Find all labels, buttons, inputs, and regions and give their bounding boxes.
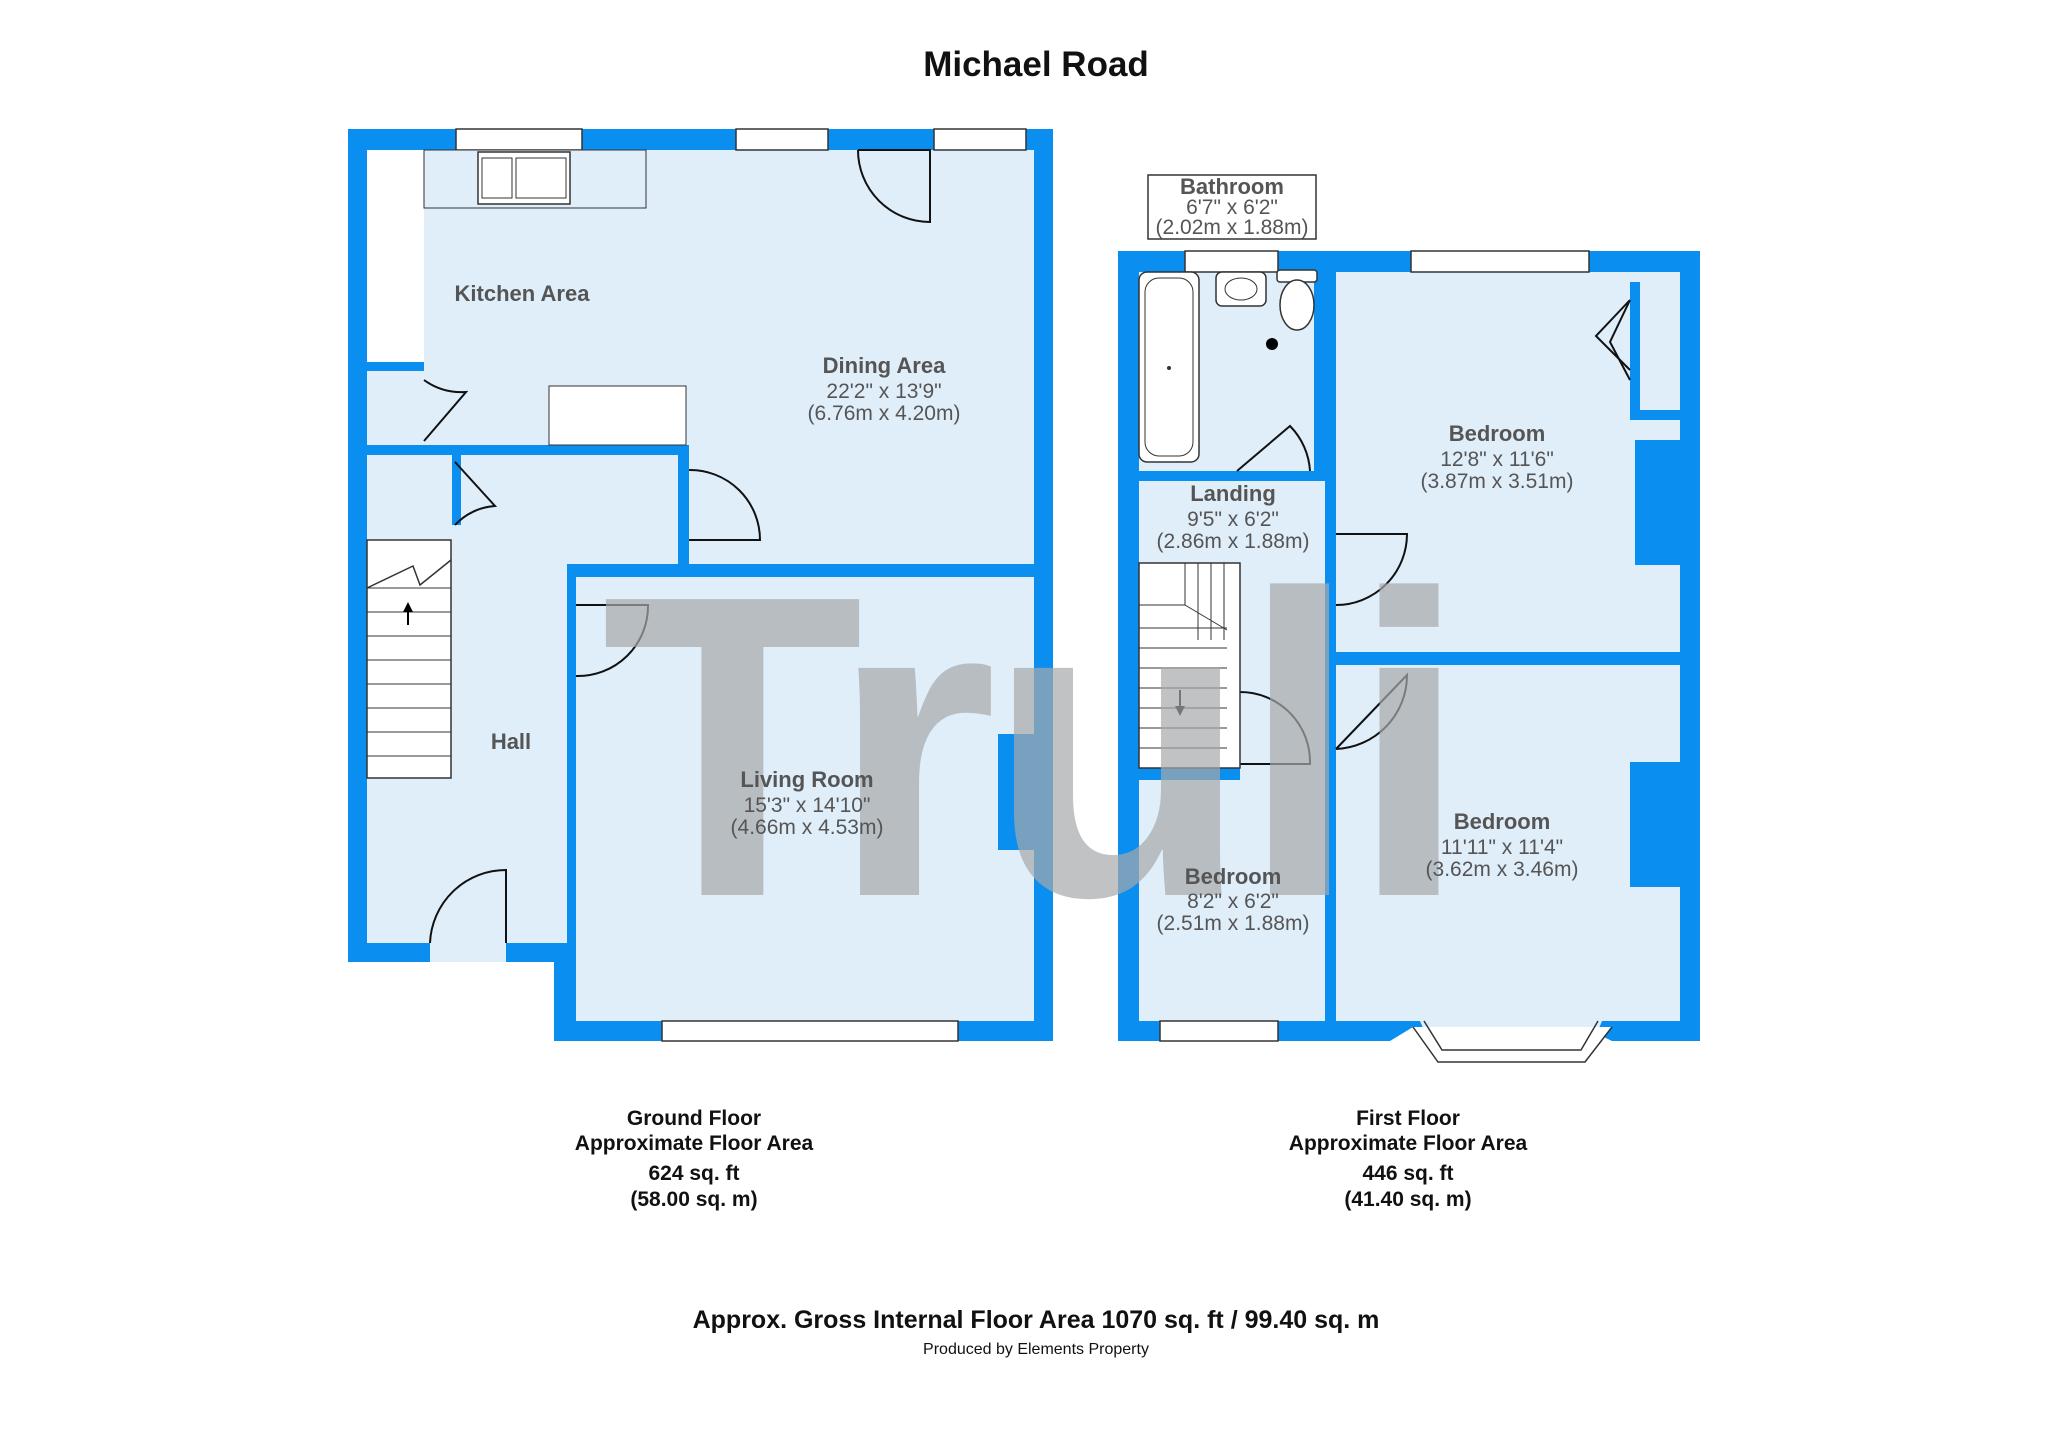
room-label-kitchen: Kitchen Area [455, 281, 591, 306]
room-dim-dining-imperial: 22'2" x 13'9" [826, 380, 941, 403]
ground-floor-area-sqm: (58.00 sq. m) [630, 1188, 757, 1211]
room-dim-bathroom-metric: (2.02m x 1.88m) [1156, 216, 1309, 239]
room-label-bedroom-2: Bedroom [1454, 809, 1551, 834]
ground-floor-doors [423, 149, 931, 944]
ground-floor-windows [455, 128, 1027, 1042]
kitchen-dining-room [367, 150, 1034, 564]
produced-by-credit: Produced by Elements Property [923, 1341, 1149, 1358]
ground-floor-room-labels: Kitchen Area Dining Area 22'2" x 13'9" (… [455, 281, 961, 839]
first-floor-stairs [1138, 562, 1241, 769]
bedroom-2-area [1336, 665, 1680, 1021]
first-floor-plan [1118, 174, 1700, 1063]
ground-floor-area-sqft: 624 sq. ft [648, 1162, 739, 1185]
watermark-text: Truli [601, 507, 1459, 987]
first-floor-area-sqm: (41.40 sq. m) [1344, 1188, 1471, 1211]
kitchen-fittings [423, 149, 687, 446]
room-dim-bedroom-3-imperial: 8'2" x 6'2" [1187, 890, 1279, 913]
room-label-bedroom-3: Bedroom [1185, 864, 1282, 889]
ground-floor-internal-walls [367, 362, 1034, 965]
room-dim-landing-metric: (2.86m x 1.88m) [1157, 530, 1310, 553]
first-floor-subtitle: Approximate Floor Area [1289, 1132, 1528, 1155]
gross-internal-area: Approx. Gross Internal Floor Area 1070 s… [693, 1306, 1380, 1334]
room-dim-bedroom-3-metric: (2.51m x 1.88m) [1157, 912, 1310, 935]
ground-floor-plan [348, 128, 1053, 1042]
room-dim-bedroom-1-imperial: 12'8" x 11'6" [1440, 448, 1554, 471]
first-floor-area-label: First Floor Approximate Floor Area 446 s… [1289, 1107, 1528, 1211]
bedroom-3-area [1139, 780, 1325, 1021]
room-dim-living-imperial: 15'3" x 14'10" [744, 794, 871, 817]
room-label-hall: Hall [491, 729, 531, 754]
room-label-living: Living Room [740, 767, 873, 792]
room-dim-bedroom-2-metric: (3.62m x 3.46m) [1426, 858, 1579, 881]
room-dim-bedroom-1-metric: (3.87m x 3.51m) [1421, 470, 1574, 493]
living-room-area [576, 577, 1034, 1021]
first-floor-rooms [1139, 272, 1680, 1062]
room-dim-dining-metric: (6.76m x 4.20m) [808, 402, 961, 425]
ground-floor-area-label: Ground Floor Approximate Floor Area 624 … [575, 1107, 814, 1211]
bathroom-label-box [1147, 174, 1317, 240]
cupboard-under-kitchen [367, 371, 424, 444]
hall-cupboard [367, 455, 452, 525]
first-floor-windows [1159, 250, 1613, 1063]
front-door-step [430, 943, 506, 962]
kitchen-alcove [367, 150, 424, 362]
ground-floor-subtitle: Approximate Floor Area [575, 1132, 814, 1155]
room-label-bedroom-1: Bedroom [1449, 421, 1546, 446]
room-label-bathroom: Bathroom [1180, 174, 1284, 199]
basin-icon [1215, 271, 1267, 307]
kitchen-island [548, 385, 687, 446]
ground-floor-title: Ground Floor [627, 1107, 761, 1130]
shower-drain-icon [1266, 338, 1278, 350]
landing-area [1139, 481, 1325, 563]
first-floor-title: First Floor [1356, 1107, 1460, 1130]
ground-floor-stairs [366, 539, 452, 779]
page-title: Michael Road [923, 45, 1149, 84]
first-floor-area-sqft: 446 sq. ft [1362, 1162, 1453, 1185]
bedroom-1-area [1336, 272, 1680, 652]
wardrobe [1640, 282, 1680, 410]
first-floor-internal-walls [1139, 272, 1680, 1021]
first-floor-room-labels: Bathroom 6'7" x 6'2" (2.02m x 1.88m) Lan… [1156, 174, 1579, 935]
bathroom-fittings [1138, 269, 1318, 463]
first-floor-doors [1236, 299, 1631, 765]
room-dim-bathroom-imperial: 6'7" x 6'2" [1186, 196, 1278, 219]
room-label-landing: Landing [1190, 481, 1276, 506]
room-dim-landing-imperial: 9'5" x 6'2" [1187, 508, 1279, 531]
room-label-dining: Dining Area [823, 353, 946, 378]
sink-icon [477, 151, 571, 205]
room-dim-bedroom-2-imperial: 11'11" x 11'4" [1441, 836, 1563, 859]
room-dim-living-metric: (4.66m x 4.53m) [731, 816, 884, 839]
